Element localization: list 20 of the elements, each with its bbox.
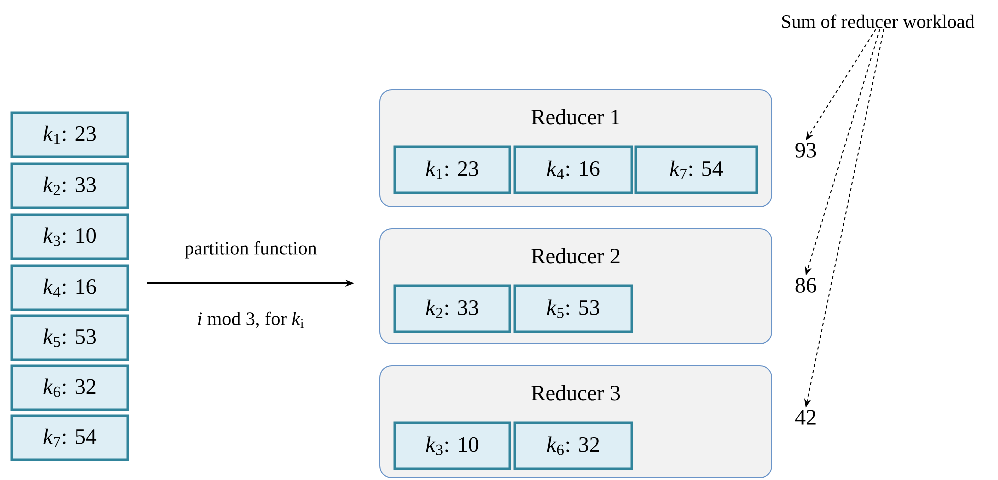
key-value-box: k$_{3}$: 10 bbox=[394, 422, 512, 470]
key-value-box: k$_{6}$: 32 bbox=[10, 364, 130, 412]
workload-number: 42 bbox=[795, 410, 816, 425]
key-value-box: k$_{5}$: 53 bbox=[514, 284, 634, 334]
key-value-box: k$_{7}$: 54 bbox=[634, 146, 758, 194]
annotation-text: Sum of reducer workload bbox=[782, 14, 975, 28]
key-value-box: k$_{6}$: 32 bbox=[514, 422, 634, 470]
key-value-box: k$_{7}$: 54 bbox=[10, 414, 130, 462]
key-value-box: k$_{4}$: 16 bbox=[10, 264, 130, 312]
key-value-box: k$_{4}$: 16 bbox=[514, 146, 634, 194]
key-value-box: k$_{1}$: 23 bbox=[10, 112, 130, 158]
workload-number: 93 bbox=[796, 143, 816, 158]
edge-label: partition function bbox=[185, 241, 317, 259]
function-label: i mod 3, for k$_{i}$ bbox=[198, 312, 304, 328]
workload-number: 86 bbox=[796, 278, 816, 293]
key-value-box: k$_{2}$: 33 bbox=[394, 284, 512, 334]
key-value-box: k$_{3}$: 10 bbox=[10, 214, 130, 260]
key-value-box: k$_{1}$: 23 bbox=[394, 146, 512, 194]
key-value-box: k$_{5}$: 53 bbox=[10, 314, 130, 362]
key-value-box: k$_{2}$: 33 bbox=[10, 162, 130, 210]
